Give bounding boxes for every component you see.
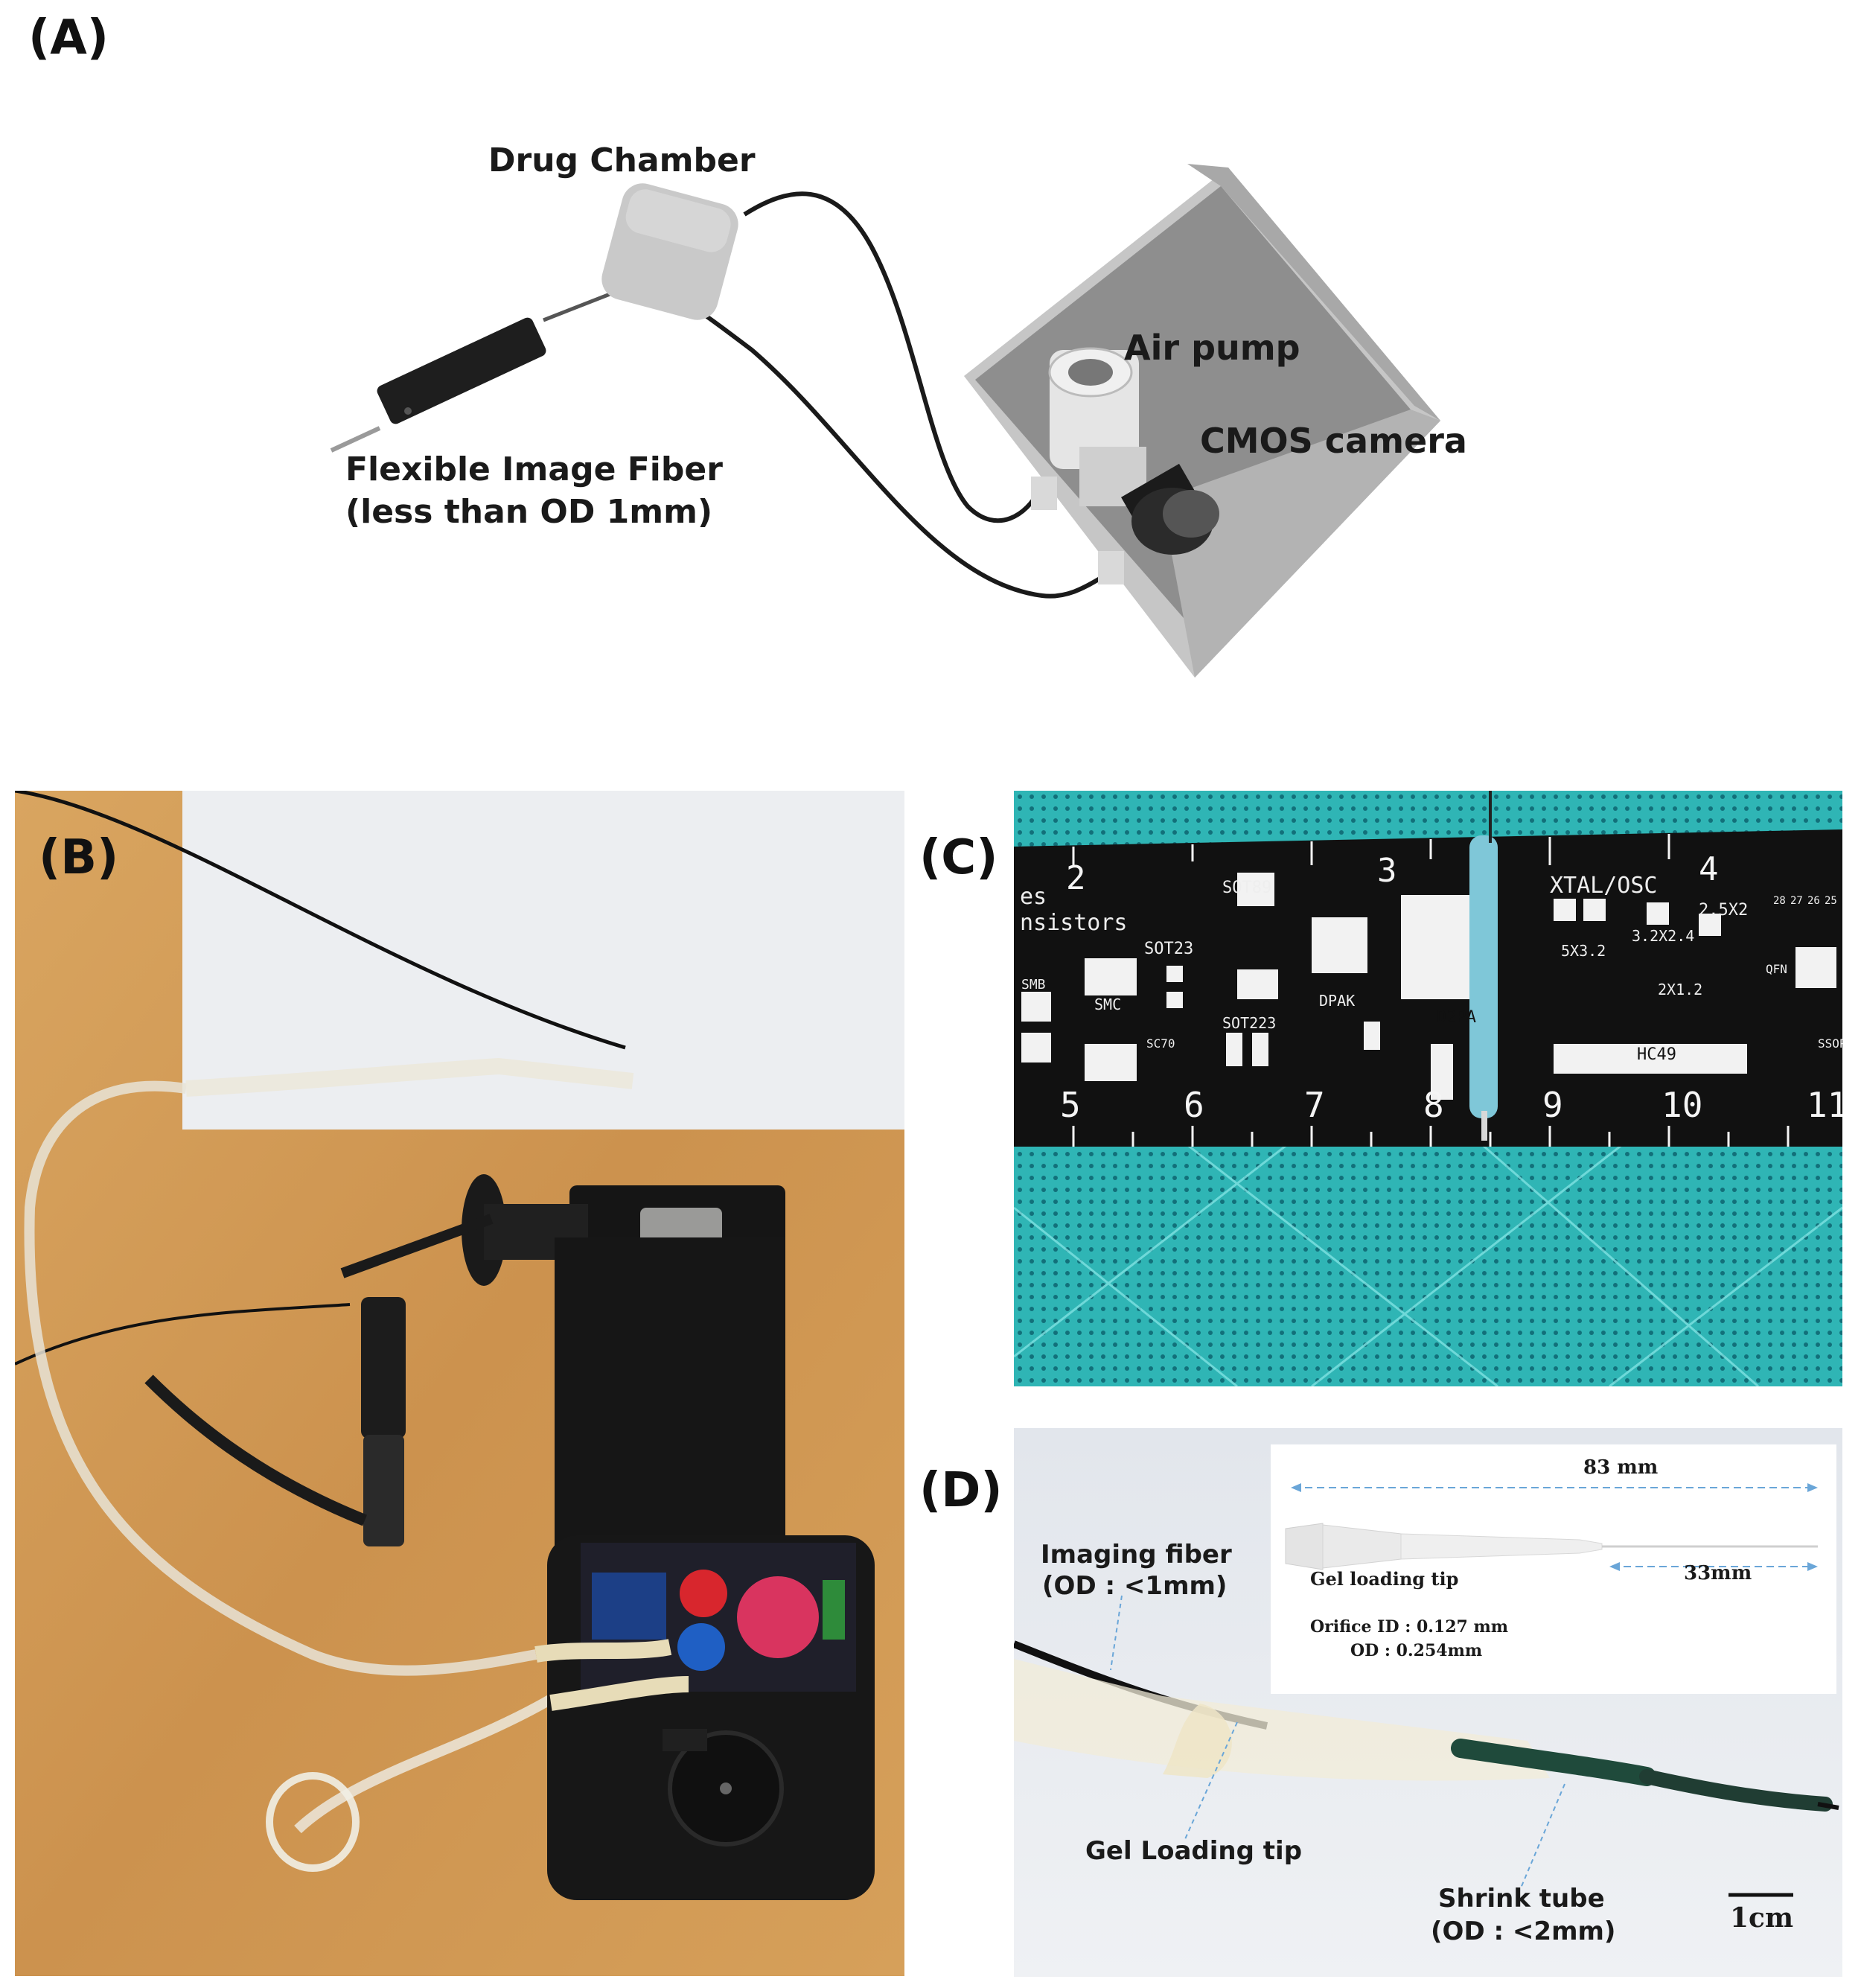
imaging-fiber-label-line2: (OD : <1mm) — [1042, 1571, 1228, 1601]
gel-loading-tip-label: Gel Loading tip — [1085, 1836, 1303, 1866]
ruler-number: 10 — [1662, 1085, 1703, 1125]
fiber-label-line2: (less than OD 1mm) — [345, 493, 713, 531]
ruler-number: 9 — [1542, 1085, 1563, 1125]
imaging-fiber-label-line1: Imaging fiber — [1041, 1540, 1232, 1570]
handpiece — [330, 317, 546, 453]
ruler-number: 2 — [1066, 859, 1086, 897]
inset-orifice-od: OD : 0.254mm — [1350, 1641, 1483, 1660]
panel-d-label: (D) — [919, 1463, 1003, 1518]
ruler-text: 26 — [1807, 895, 1820, 907]
drug-chamber-box — [601, 183, 738, 320]
drug-chamber-label: Drug Chamber — [488, 141, 756, 179]
panel-b-label: (B) — [39, 830, 119, 885]
ruler-text: 28 — [1773, 895, 1786, 907]
ruler-number: 5 — [1060, 1085, 1081, 1125]
ruler-text: XTAL/OSC — [1550, 873, 1658, 899]
ruler-text: 5X3.2 — [1561, 942, 1606, 960]
ruler-text: nsistors — [1020, 910, 1128, 936]
panel-d-scene — [1014, 1428, 1842, 1977]
ruler-text: SOT89 — [1222, 879, 1272, 897]
inset-length-tip: 33mm — [1684, 1562, 1752, 1584]
ruler-text: D2PA — [1437, 1008, 1476, 1027]
shrink-tube-label-line1: Shrink tube — [1438, 1884, 1605, 1914]
inset-tip-name: Gel loading tip — [1310, 1568, 1459, 1590]
ruler-text: QFN — [1766, 962, 1787, 976]
air-pump-label: Air pump — [1124, 328, 1300, 368]
device-housing — [964, 164, 1440, 678]
ruler-text: HC49 — [1637, 1045, 1676, 1064]
ruler-text: SC70 — [1146, 1036, 1175, 1051]
shrink-tube-label-line2: (OD : <2mm) — [1431, 1917, 1616, 1946]
ruler-text: SOT23 — [1144, 940, 1194, 958]
inset-length-total: 83 mm — [1583, 1456, 1659, 1479]
ruler-text: SMB — [1021, 977, 1046, 993]
ruler-number: 6 — [1184, 1085, 1204, 1125]
ruler-text: es — [1020, 884, 1047, 910]
ruler-text: DPAK — [1319, 992, 1356, 1010]
ruler-number: 3 — [1377, 852, 1397, 890]
ruler-text: SMC — [1094, 995, 1122, 1013]
ruler-number: 11 — [1807, 1085, 1842, 1125]
panel-a-diagram — [330, 164, 1440, 678]
inset-box — [1271, 1444, 1836, 1694]
cmos-camera-label: CMOS camera — [1200, 421, 1467, 461]
panel-c-scene — [1014, 791, 1842, 1386]
ruler-number: 7 — [1304, 1085, 1325, 1125]
inset-orifice-id: Orifice ID : 0.127 mm — [1310, 1617, 1509, 1637]
ruler-text: SOT223 — [1222, 1014, 1277, 1032]
panel-b-scene — [15, 791, 904, 1976]
panel-d-photo: 83 mm 33mm Gel loading tip Orifice ID : … — [1014, 1428, 1842, 1977]
ruler-number: 8 — [1423, 1085, 1444, 1125]
ruler-text: 27 — [1790, 895, 1803, 907]
ruler-text: 3.2X2.4 — [1632, 927, 1695, 945]
ruler-text: 25 — [1825, 895, 1837, 907]
ruler-number: 4 — [1699, 850, 1719, 888]
panel-c-label: (C) — [919, 830, 998, 885]
panel-c-photo: 2 3 4 5 6 7 8 9 10 11 es nsistors SOT89 … — [1014, 791, 1842, 1386]
scale-bar-label: 1cm — [1730, 1902, 1794, 1934]
air-cable — [743, 191, 1041, 523]
ruler-text: 2.5X2 — [1699, 901, 1749, 920]
ruler-text: 2X1.2 — [1658, 981, 1703, 998]
panel-b-photo — [15, 791, 904, 1976]
fiber-label-line1: Flexible Image Fiber — [345, 450, 723, 488]
ruler-text: SSOP — [1818, 1036, 1842, 1051]
panel-a-label: (A) — [28, 10, 109, 66]
